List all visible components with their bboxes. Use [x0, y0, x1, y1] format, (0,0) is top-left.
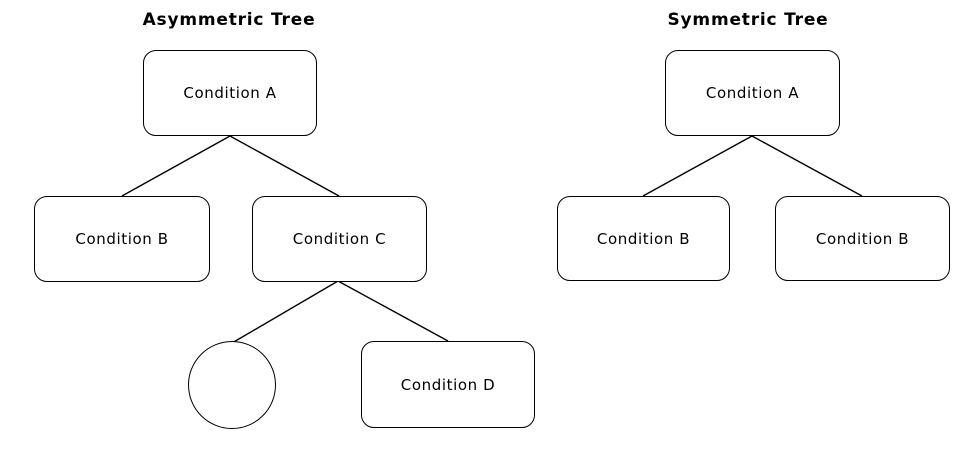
- edge-asym-right-to-d: [337, 280, 449, 342]
- sym-node-condition-a: Condition A: [665, 50, 840, 136]
- asym-node-condition-b: Condition B: [34, 196, 210, 282]
- asym-node-condition-d: Condition D: [361, 341, 535, 428]
- edge-asym-root-to-left: [121, 135, 231, 197]
- sym-node-condition-b-right: Condition B: [775, 196, 950, 281]
- asymmetric-tree-title: Asymmetric Tree: [142, 10, 316, 30]
- edge-asym-root-to-right: [229, 135, 340, 197]
- edge-sym-root-to-left: [642, 135, 753, 197]
- asym-node-empty-circle: [188, 341, 276, 429]
- asym-node-condition-a: Condition A: [143, 50, 317, 136]
- asym-node-condition-c: Condition C: [252, 196, 427, 282]
- sym-node-condition-b-left: Condition B: [557, 196, 730, 281]
- symmetric-tree-title: Symmetric Tree: [667, 10, 829, 30]
- edge-sym-root-to-right: [751, 135, 863, 197]
- edge-asym-right-to-circle: [231, 280, 339, 344]
